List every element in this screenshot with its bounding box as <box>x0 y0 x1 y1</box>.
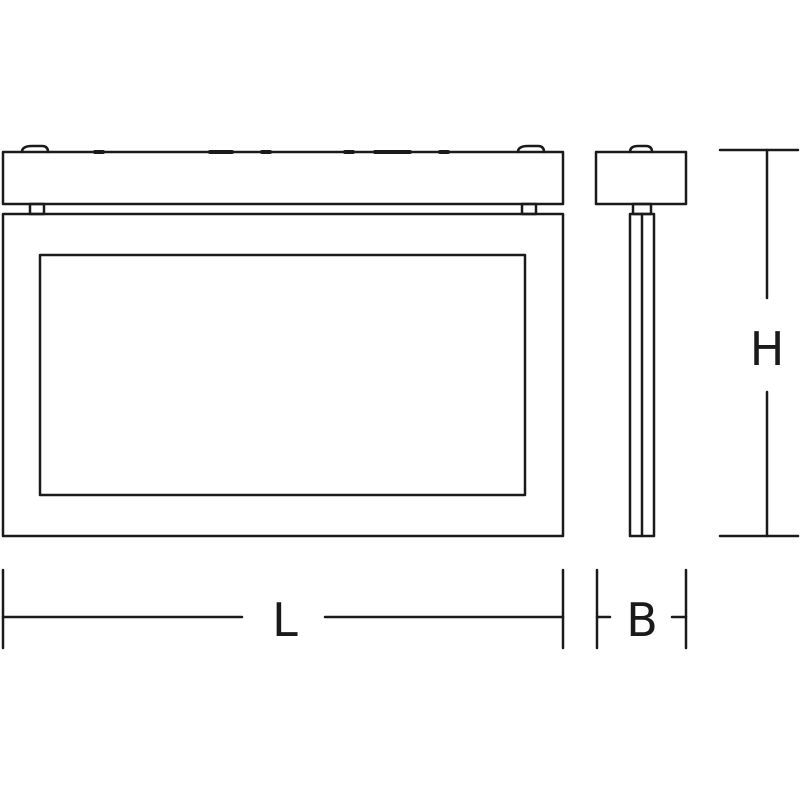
length-label: L <box>272 593 298 647</box>
depth-label: B <box>626 593 658 647</box>
dimension-height <box>718 148 800 538</box>
housing-bump-left <box>20 144 50 154</box>
side-connector <box>631 202 653 216</box>
front-view <box>1 144 565 538</box>
side-housing-bump <box>628 144 654 154</box>
dimension-length <box>1 568 565 650</box>
side-housing <box>594 150 688 206</box>
housing-bump-right <box>516 144 546 154</box>
front-connector-right <box>520 202 538 216</box>
height-label: H <box>750 322 785 376</box>
front-housing <box>1 150 565 206</box>
sign-panel-window <box>38 253 527 497</box>
dimension-depth <box>595 568 688 650</box>
side-view <box>594 144 688 538</box>
front-connector-left <box>28 202 46 216</box>
sign-panel-outer <box>1 212 565 538</box>
